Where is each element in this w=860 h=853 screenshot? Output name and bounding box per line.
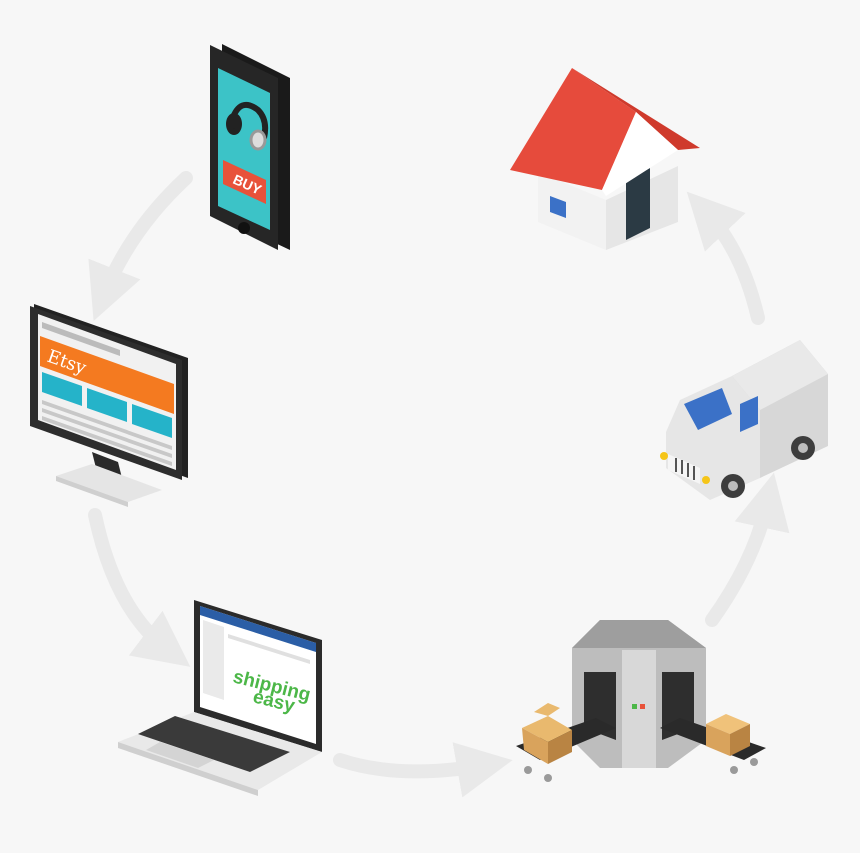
open-box-icon bbox=[522, 703, 572, 764]
keyboard bbox=[138, 716, 290, 772]
house-icon bbox=[510, 68, 700, 250]
desktop-monitor-icon: Etsy bbox=[30, 304, 188, 507]
cycle-arrows bbox=[88, 171, 790, 798]
arrow-warehouse-to-van bbox=[705, 472, 790, 627]
windshield bbox=[684, 388, 732, 430]
buy-button bbox=[223, 160, 266, 204]
delivery-van-icon bbox=[660, 340, 828, 500]
arrow-laptop-to-warehouse bbox=[333, 742, 513, 798]
package-sorting-machine-icon bbox=[516, 620, 766, 782]
arrow-monitor-to-laptop bbox=[88, 508, 191, 667]
arrow-van-to-house bbox=[686, 191, 765, 325]
arrow-phone-to-monitor bbox=[88, 171, 193, 321]
roof bbox=[510, 68, 636, 190]
headphones-icon bbox=[226, 101, 269, 151]
home-button bbox=[238, 222, 250, 234]
etsy-banner bbox=[40, 336, 174, 414]
closed-box-icon bbox=[706, 714, 750, 756]
laptop-icon: shipping easy bbox=[118, 600, 322, 796]
smartphone-icon: BUY bbox=[210, 44, 290, 250]
